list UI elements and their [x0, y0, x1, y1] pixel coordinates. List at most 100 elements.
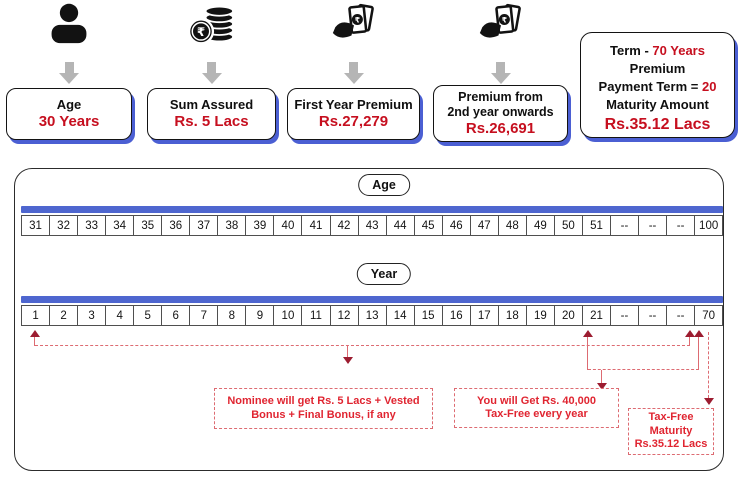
timeline-cell: 44	[385, 215, 415, 236]
timeline-cell: 50	[553, 215, 583, 236]
down-arrow-maturity-icon	[704, 398, 714, 405]
first-year-premium-label: First Year Premium	[294, 97, 413, 112]
first-year-premium-card: First Year Premium Rs.27,279	[287, 88, 420, 140]
timeline-cell: 15	[413, 305, 443, 326]
timeline-cell: 39	[245, 215, 275, 236]
timeline-cell: 34	[105, 215, 135, 236]
death-benefit-dashed-line	[35, 345, 690, 346]
timeline-cell: 7	[189, 305, 219, 326]
connector-tail	[347, 346, 348, 357]
rupee-coins-icon: ₹	[147, 2, 276, 56]
up-arrow-year1-icon	[30, 330, 40, 337]
term-line: Term - 70 Years	[581, 42, 734, 60]
term-summary-card: Term - 70 Years Premium Payment Term = 2…	[580, 32, 735, 138]
renewal-premium-card: Premium from 2nd year onwards Rs.26,691	[433, 85, 568, 142]
timeline-cell: 46	[441, 215, 471, 236]
age-card-label: Age	[56, 97, 82, 112]
timeline-cell: --	[666, 305, 696, 326]
timeline-cell: 37	[189, 215, 219, 236]
connector-tail	[698, 337, 699, 370]
step-first-year-premium: ₹ First Year Premium Rs.27,279	[287, 0, 420, 150]
maturity-line3: Rs.35.12 Lacs	[634, 438, 708, 451]
timeline-cell: 1	[21, 305, 51, 326]
timeline-cell: 41	[301, 215, 331, 236]
timeline-cell: 36	[161, 215, 191, 236]
up-arrow-year21-icon	[583, 330, 593, 337]
maturity-line1: Tax-Free	[648, 411, 694, 424]
up-arrow-year70-icon	[694, 330, 704, 337]
timeline-cell: 33	[77, 215, 107, 236]
timeline-cell: 13	[357, 305, 387, 326]
renewal-premium-value: Rs.26,691	[465, 119, 536, 137]
renewal-premium-label-2: 2nd year onwards	[447, 104, 554, 119]
age-row-bar	[21, 206, 723, 213]
down-block-arrow-icon	[59, 62, 79, 84]
ppt-value: 20	[702, 79, 717, 94]
renewal-premium-label-1: Premium from	[458, 89, 543, 104]
timeline-cell: 31	[21, 215, 51, 236]
timeline-cell: 43	[357, 215, 387, 236]
timeline-cell: --	[666, 215, 696, 236]
annuity-line2: Tax-Free every year	[485, 408, 588, 420]
timeline-cell: 42	[329, 215, 359, 236]
timeline-cell: 8	[217, 305, 247, 326]
timeline-cell: 6	[161, 305, 191, 326]
timeline-cell: 40	[273, 215, 303, 236]
year-row-bar	[21, 296, 723, 303]
maturity-value: Rs.35.12 Lacs	[604, 116, 711, 133]
sum-assured-value: Rs. 5 Lacs	[174, 113, 249, 130]
timeline-cell: 49	[525, 215, 555, 236]
nominee-benefit-line2: Bonus + Final Bonus, if any	[251, 408, 396, 421]
down-arrow-annuity-icon	[597, 383, 607, 390]
year-row-pill: Year	[356, 263, 412, 285]
age-row-pill: Age	[358, 174, 410, 196]
ppt-line: Payment Term = 20	[581, 78, 734, 96]
sum-assured-card: Sum Assured Rs. 5 Lacs	[147, 88, 276, 140]
timeline-cell: 51	[581, 215, 611, 236]
nominee-benefit-callout: Nominee will get Rs. 5 Lacs + Vested Bon…	[214, 388, 433, 429]
timeline-cell: --	[609, 305, 640, 326]
term-label: Term -	[610, 43, 649, 58]
timeline-cell: 48	[497, 215, 527, 236]
down-block-arrow-icon	[201, 62, 222, 84]
annuity-line1: You will Get Rs. 40,000	[476, 394, 596, 407]
timeline-cell: 21	[581, 305, 611, 326]
age-card-value: 30 Years	[38, 113, 100, 130]
person-icon	[6, 2, 132, 56]
ppt-label-2: Payment Term =	[598, 79, 699, 94]
up-arrow-year70-left-icon	[685, 330, 695, 337]
timeline-cell: 18	[497, 305, 527, 326]
connector-tail	[34, 337, 35, 346]
timeline-cell: 9	[245, 305, 275, 326]
step-renewal-premium: ₹ Premium from 2nd year onwards Rs.26,69…	[433, 0, 568, 150]
timeline-cell: 100	[694, 215, 724, 236]
timeline-cell: 2	[49, 305, 79, 326]
maturity-line2: Maturity	[649, 424, 693, 437]
timeline-cell: 70	[694, 305, 724, 326]
hand-money-icon: ₹	[433, 2, 568, 56]
timeline-cell: 47	[469, 215, 499, 236]
timeline-cell: --	[638, 305, 668, 326]
timeline-cell: 4	[105, 305, 135, 326]
age-card: Age 30 Years	[6, 88, 132, 140]
down-block-arrow-icon	[343, 62, 364, 84]
connector-tail	[689, 337, 690, 346]
timeline-cell: 45	[413, 215, 443, 236]
timeline-cell: 5	[133, 305, 163, 326]
timeline-cell: 19	[525, 305, 555, 326]
svg-text:₹: ₹	[354, 15, 359, 24]
timeline-cell: 17	[469, 305, 499, 326]
timeline-cell: 32	[49, 215, 79, 236]
annuity-bracket-dashed-line	[588, 369, 699, 370]
maturity-callout: Tax-Free Maturity Rs.35.12 Lacs	[628, 408, 714, 455]
timeline-cell: 11	[301, 305, 331, 326]
nominee-benefit-line1: Nominee will get Rs. 5 Lacs + Vested	[227, 395, 420, 407]
timeline-cell: 12	[329, 305, 359, 326]
timeline-cell: 35	[133, 215, 163, 236]
timeline-cell: 16	[441, 305, 471, 326]
timeline-cell: --	[609, 215, 640, 236]
